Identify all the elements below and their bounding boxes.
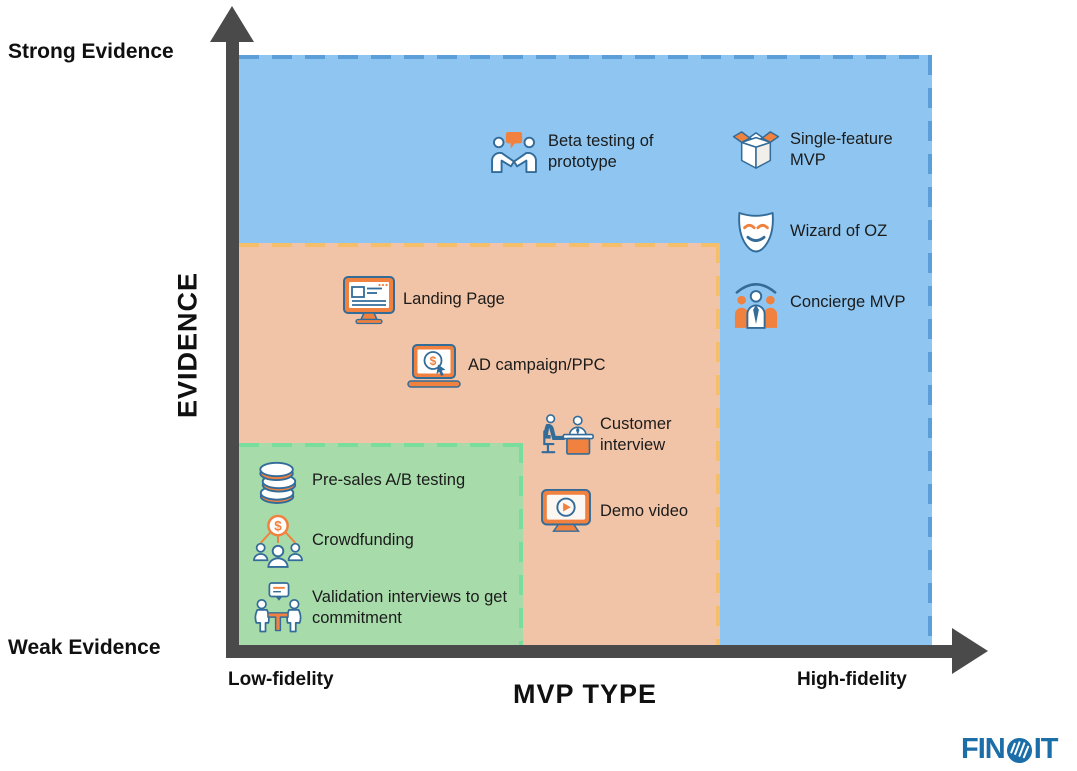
x-axis-right-caption: High-fidelity xyxy=(797,669,907,690)
y-axis-arrow-icon xyxy=(210,6,254,42)
item-ad-campaign-ppc: $ AD campaign/PPC xyxy=(406,343,606,389)
handshake-chat-icon xyxy=(486,131,542,174)
item-label: AD campaign/PPC xyxy=(468,356,606,375)
coin-stack-icon xyxy=(250,456,306,506)
item-customer-interview: Customer interview xyxy=(538,410,692,460)
laptop-dollar-cursor-icon: $ xyxy=(406,343,462,389)
logo-ball-icon xyxy=(1006,737,1032,764)
logo-text-left: FIN xyxy=(961,733,1006,765)
item-wizard-of-oz: Wizard of OZ xyxy=(728,208,887,256)
interview-desk-icon xyxy=(538,410,594,460)
concierge-people-icon xyxy=(728,277,784,329)
item-label: Demo video xyxy=(600,502,689,521)
finoit-logo: FIN IT xyxy=(961,735,1058,764)
item-label: Landing Page xyxy=(403,290,505,309)
x-axis-arrow-icon xyxy=(952,628,988,674)
y-axis-title: EVIDENCE xyxy=(172,271,203,419)
logo-text-right: IT xyxy=(1033,733,1059,765)
table-talk-icon xyxy=(250,581,306,635)
y-axis-line xyxy=(226,36,239,658)
theater-mask-icon xyxy=(728,208,784,256)
x-axis-line xyxy=(226,645,954,658)
item-single-feature-mvp: Single-feature MVP xyxy=(728,129,902,171)
item-concierge-mvp: Concierge MVP xyxy=(728,277,906,329)
item-label: Validation interviews to get commitment xyxy=(312,587,508,627)
svg-text:$: $ xyxy=(274,518,282,533)
item-label: Concierge MVP xyxy=(790,293,906,312)
item-beta-testing: Beta testing of prototype xyxy=(486,131,670,174)
crowdfunding-people-icon: $ xyxy=(250,513,306,569)
monitor-play-icon xyxy=(538,488,594,536)
svg-text:$: $ xyxy=(430,354,437,368)
item-crowdfunding: $ Crowdfunding xyxy=(250,513,414,569)
item-label: Pre-sales A/B testing xyxy=(312,471,466,490)
x-axis-left-caption: Low-fidelity xyxy=(228,669,334,690)
open-box-icon xyxy=(728,129,784,171)
item-label: Beta testing of prototype xyxy=(548,132,654,172)
item-label: Customer interview xyxy=(600,414,672,454)
item-presales-ab-testing: Pre-sales A/B testing xyxy=(250,456,465,506)
item-demo-video: Demo video xyxy=(538,488,688,536)
y-axis-bottom-caption: Weak Evidence xyxy=(8,636,161,659)
item-label: Wizard of OZ xyxy=(790,222,888,241)
monitor-browser-icon xyxy=(341,275,397,325)
item-validation-interviews: Validation interviews to get commitment xyxy=(250,581,508,635)
item-label: Single-feature MVP xyxy=(790,130,893,170)
item-landing-page: Landing Page xyxy=(341,275,505,325)
y-axis-top-caption: Strong Evidence xyxy=(8,40,174,63)
item-label: Crowdfunding xyxy=(312,531,414,550)
x-axis-title: MVP TYPE xyxy=(513,679,658,709)
